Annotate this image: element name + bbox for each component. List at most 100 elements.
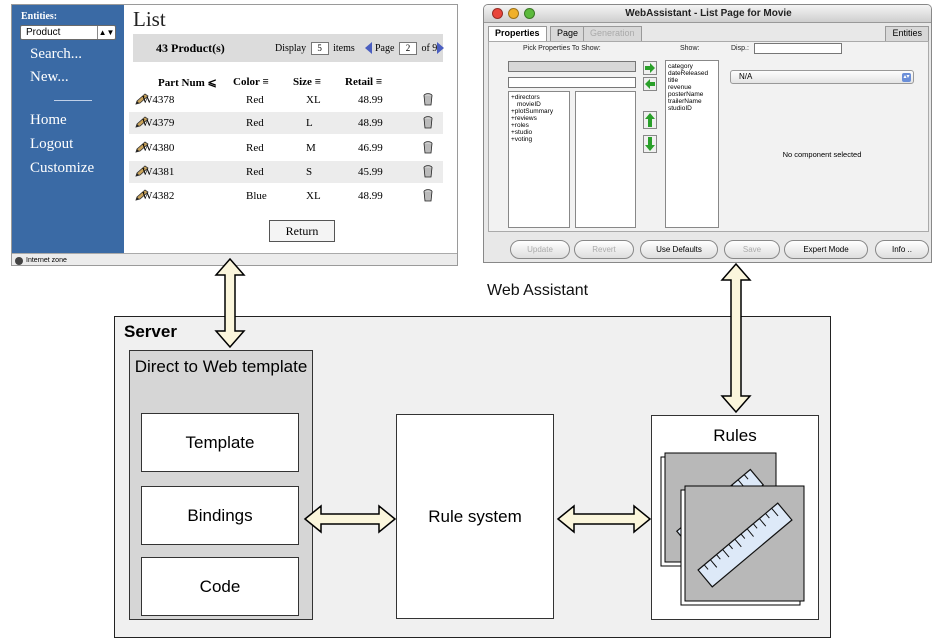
save-button: Save <box>724 240 780 259</box>
pick-properties-label: Pick Properties To Show: <box>523 45 601 52</box>
right-arrow-icon <box>645 63 655 73</box>
trash-icon[interactable] <box>423 93 433 106</box>
zoom-icon[interactable] <box>524 8 535 19</box>
column-header-retail[interactable]: Retail ≡ <box>345 76 382 88</box>
move-down-button[interactable] <box>643 135 657 153</box>
template-box: Template <box>141 413 299 472</box>
info-button[interactable]: Info .. <box>875 240 929 259</box>
page-input[interactable]: 2 <box>398 42 417 55</box>
expert-mode-button[interactable]: Expert Mode <box>784 240 868 259</box>
add-property-button[interactable] <box>643 61 657 75</box>
display-count-input[interactable]: 5 <box>310 42 329 55</box>
trash-icon[interactable] <box>423 165 433 178</box>
status-text: Internet zone <box>26 257 67 264</box>
entity-select[interactable]: Product ▲▼ <box>20 25 116 40</box>
page-prefix: Page <box>375 42 395 54</box>
edit-icon[interactable] <box>135 93 149 105</box>
cell-retail: 48.99 <box>358 117 383 129</box>
cell-retail: 48.99 <box>358 190 383 202</box>
move-up-button[interactable] <box>643 111 657 129</box>
page-control: Page 2 of 9 <box>375 42 437 55</box>
return-button[interactable]: Return <box>269 220 335 242</box>
column-header-color[interactable]: Color ≡ <box>233 76 269 88</box>
list-item[interactable]: studioID <box>668 105 692 112</box>
list-item[interactable]: +plotSummary <box>511 108 554 115</box>
list-item[interactable]: posterName <box>668 91 704 98</box>
minimize-icon[interactable] <box>508 8 519 19</box>
customize-link[interactable]: Customize <box>30 160 95 176</box>
rule-system-box: Rule system <box>396 414 554 619</box>
new-link[interactable]: New... <box>30 69 69 85</box>
trash-icon[interactable] <box>423 189 433 202</box>
sort-icon: ≡ <box>314 76 321 88</box>
search-link[interactable]: Search... <box>30 46 83 62</box>
trash-icon[interactable] <box>423 141 433 154</box>
disp-label: Disp.: <box>731 45 749 52</box>
list-item[interactable]: +directors <box>511 94 540 101</box>
filter-field[interactable] <box>508 77 636 88</box>
d2w-sidebar: Entities: Product ▲▼ Search... New... Ho… <box>12 5 124 253</box>
entity-select-value: Product <box>26 27 61 38</box>
list-item[interactable]: +voting <box>511 136 533 143</box>
use-defaults-button[interactable]: Use Defaults <box>640 240 718 259</box>
trash-icon[interactable] <box>423 116 433 129</box>
cell-part: W4378 <box>142 94 175 106</box>
home-link[interactable]: Home <box>30 112 67 128</box>
close-icon[interactable] <box>492 8 503 19</box>
next-page-icon[interactable] <box>437 42 444 54</box>
list-item[interactable]: movieID <box>517 101 541 108</box>
keypath-field[interactable] <box>508 61 636 72</box>
column-header-size[interactable]: Size ≡ <box>293 76 321 88</box>
cell-part: W4382 <box>142 190 175 202</box>
column-header-part[interactable]: Part Num ⩽ <box>158 76 217 89</box>
disp-field[interactable] <box>754 43 842 54</box>
browser-window: Entities: Product ▲▼ Search... New... Ho… <box>11 4 458 266</box>
list-item[interactable]: trailerName <box>668 98 702 105</box>
list-item[interactable]: +roles <box>511 122 529 129</box>
component-select[interactable]: N/A ▴▾ <box>730 70 914 84</box>
tab-page[interactable]: Page <box>550 26 586 41</box>
list-item[interactable]: revenue <box>668 84 692 91</box>
server-label: Server <box>124 322 177 341</box>
remove-property-button[interactable] <box>643 77 657 91</box>
page-suffix: of 9 <box>421 42 438 54</box>
edit-icon[interactable] <box>135 189 149 201</box>
down-arrow-icon <box>645 137 655 151</box>
cell-retail: 45.99 <box>358 166 383 178</box>
list-item[interactable]: +studio <box>511 129 533 136</box>
prev-page-icon[interactable] <box>365 42 372 54</box>
list-title: List <box>133 7 166 31</box>
wa-titlebar: WebAssistant - List Page for Movie <box>484 5 931 23</box>
column-header-color-label: Color <box>233 76 260 88</box>
cell-color: Red <box>246 94 264 106</box>
updown-arrow-icon: ▴▾ <box>902 73 911 82</box>
d2w-template-title: Direct to Web template <box>134 357 308 376</box>
browser-server-arrow <box>214 257 246 349</box>
tab-properties[interactable]: Properties <box>488 26 547 41</box>
cell-size: XL <box>306 190 321 202</box>
edit-icon[interactable] <box>135 165 149 177</box>
web-assistant-caption: Web Assistant <box>487 282 589 299</box>
webassistant-window: WebAssistant - List Page for Movie Prope… <box>483 4 932 263</box>
logout-link[interactable]: Logout <box>30 136 74 152</box>
edit-icon[interactable] <box>135 116 149 128</box>
list-item[interactable]: title <box>668 77 679 84</box>
cell-size: XL <box>306 94 321 106</box>
sidebar-divider <box>54 100 92 101</box>
related-properties-list[interactable] <box>575 91 636 228</box>
list-item[interactable]: dateReleased <box>668 70 709 77</box>
list-item[interactable]: category <box>668 63 693 70</box>
edit-icon[interactable] <box>135 141 149 153</box>
cell-size: L <box>306 117 313 129</box>
cell-part: W4380 <box>142 142 175 154</box>
tab-entities[interactable]: Entities <box>885 26 929 41</box>
list-item[interactable]: +reviews <box>511 115 537 122</box>
webassistant-rules-arrow <box>720 262 752 414</box>
template-rulesystem-arrow <box>303 504 397 534</box>
